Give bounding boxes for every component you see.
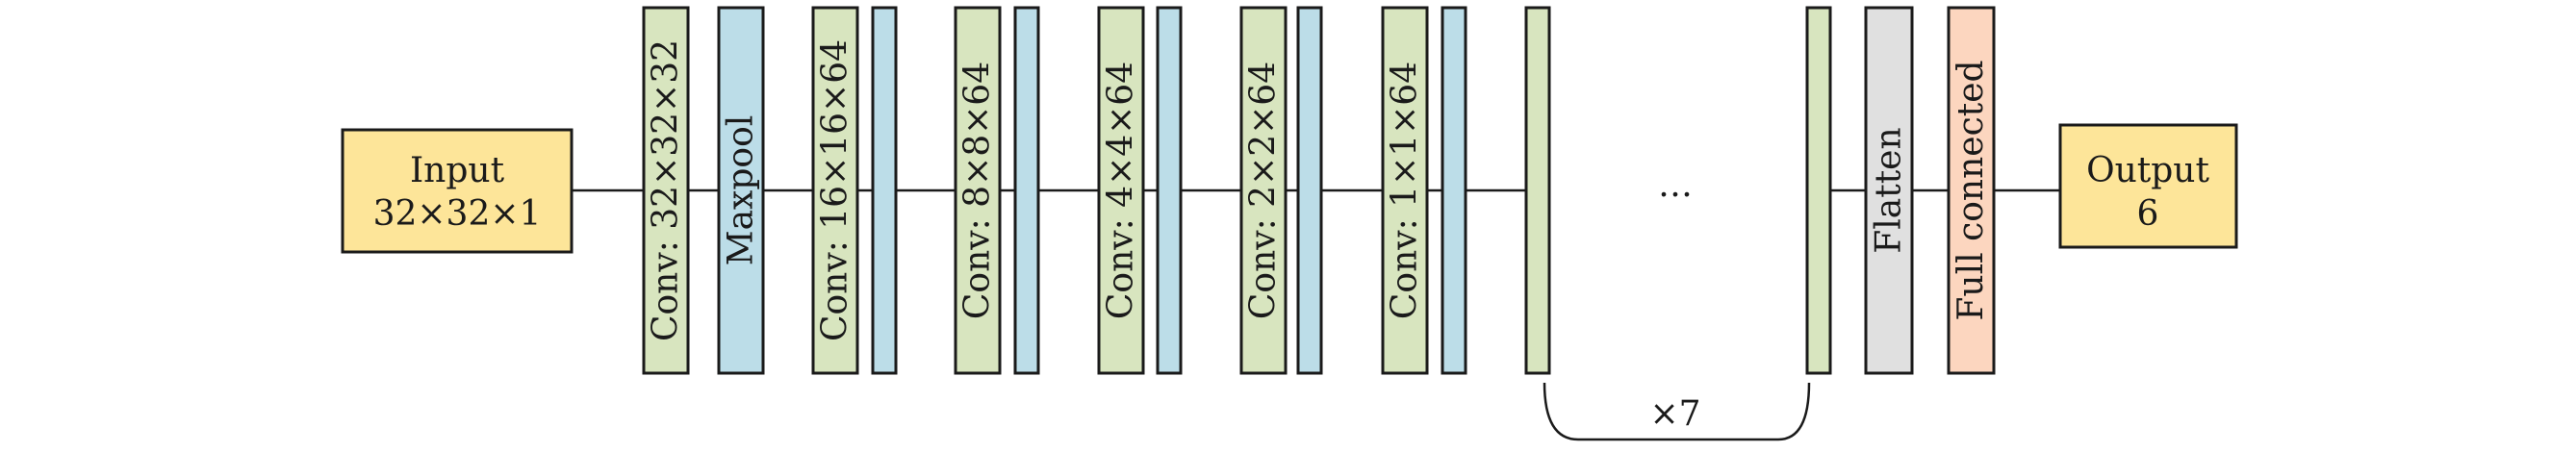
- repeat-brace: ×7: [1543, 382, 1811, 441]
- layer-box: [1013, 6, 1040, 375]
- output-node: Output 6: [2058, 123, 2238, 249]
- layer-label: Conv: 1×1×64: [1386, 62, 1425, 319]
- layer-conv: [1805, 6, 1832, 375]
- layer-conv: Conv: 4×4×64: [1097, 6, 1145, 375]
- layer-box: [871, 6, 898, 375]
- layer-label: Conv: 8×8×64: [958, 62, 998, 319]
- layer-label: Conv: 4×4×64: [1102, 62, 1141, 319]
- layer-pool: Maxpool: [717, 6, 765, 375]
- input-shape: 32×32×1: [373, 194, 542, 234]
- layer-box: [1947, 6, 1996, 375]
- layer-box: [717, 6, 765, 375]
- layer-box: [1381, 6, 1429, 375]
- brace-curve: [1543, 382, 1811, 441]
- input-box: [341, 128, 574, 254]
- layer-flatten: Flatten: [1864, 6, 1914, 375]
- layer-label: Flatten: [1870, 127, 1909, 253]
- layer-label: Conv: 32×32×32: [647, 39, 686, 341]
- layer-box: [1239, 6, 1288, 375]
- layer-box: [1441, 6, 1467, 375]
- layer-pool: [1156, 6, 1183, 375]
- output-title: Output: [2086, 151, 2209, 190]
- output-size: 6: [2137, 194, 2159, 234]
- layer-label: Full connected: [1951, 60, 1991, 320]
- layer-pool: [871, 6, 898, 375]
- layer-box: [954, 6, 1002, 375]
- layer-box: [1864, 6, 1914, 375]
- layer-box: [642, 6, 690, 375]
- layer-conv: Conv: 1×1×64: [1381, 6, 1429, 375]
- layer-stack: Conv: 32×32×32 Maxpool Conv: 16×16×64 Conv:…: [642, 6, 1996, 375]
- layer-box: [1156, 6, 1183, 375]
- layer-box: [1805, 6, 1832, 375]
- output-box: [2058, 123, 2238, 249]
- layer-box: [811, 6, 859, 375]
- layer-label: Maxpool: [722, 115, 761, 266]
- ellipsis-label: …: [1658, 165, 1693, 205]
- layer-label: Conv: 2×2×64: [1244, 62, 1284, 319]
- layer-pool: [1296, 6, 1323, 375]
- layer-conv: Conv: 16×16×64: [811, 6, 859, 375]
- layer-label: Conv: 16×16×64: [816, 39, 855, 341]
- layer-box: [1097, 6, 1145, 375]
- layer-conv: Conv: 8×8×64: [954, 6, 1002, 375]
- layer-box: [1524, 6, 1551, 375]
- input-node: Input 32×32×1: [341, 128, 574, 254]
- layer-pool: [1013, 6, 1040, 375]
- input-title: Input: [410, 151, 505, 190]
- layer-pool: [1441, 6, 1467, 375]
- repeat-count-label: ×7: [1649, 394, 1700, 434]
- layer-fc: Full connected: [1947, 6, 1996, 375]
- layer-conv: [1524, 6, 1551, 375]
- layer-box: [1296, 6, 1323, 375]
- layer-conv: Conv: 2×2×64: [1239, 6, 1288, 375]
- layer-conv: Conv: 32×32×32: [642, 6, 690, 375]
